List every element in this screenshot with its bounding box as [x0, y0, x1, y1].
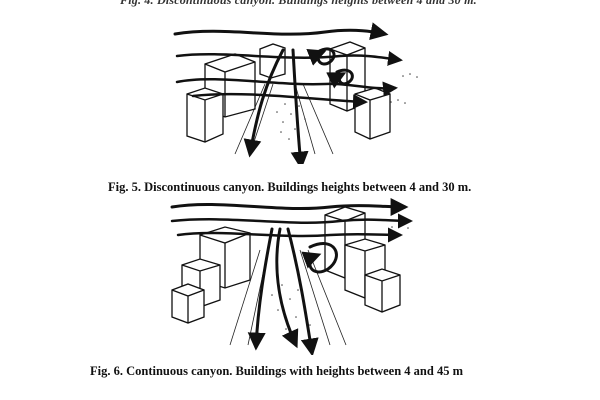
figure-5-sketch: [165, 14, 435, 164]
figure-6-sketch: [160, 195, 425, 355]
downflow-arrow-left: [256, 229, 272, 347]
top-caption-cut: Fig. 4. Discontinuous canyon. Buildings …: [120, 0, 477, 8]
canyon-sketch-discontinuous: [165, 14, 435, 164]
figure-6-caption: Fig. 6. Continuous canyon. Buildings wit…: [90, 364, 463, 379]
figure-5-caption: Fig. 5. Discontinuous canyon. Buildings …: [108, 180, 471, 195]
wind-arrow-top: [172, 204, 405, 208]
wind-arrow-mid: [172, 219, 410, 222]
wind-arrow-mid: [177, 54, 400, 60]
downflow-arrow-right: [293, 50, 301, 164]
canyon-sketch-continuous: [160, 195, 425, 355]
wind-arrow-top: [175, 30, 385, 34]
